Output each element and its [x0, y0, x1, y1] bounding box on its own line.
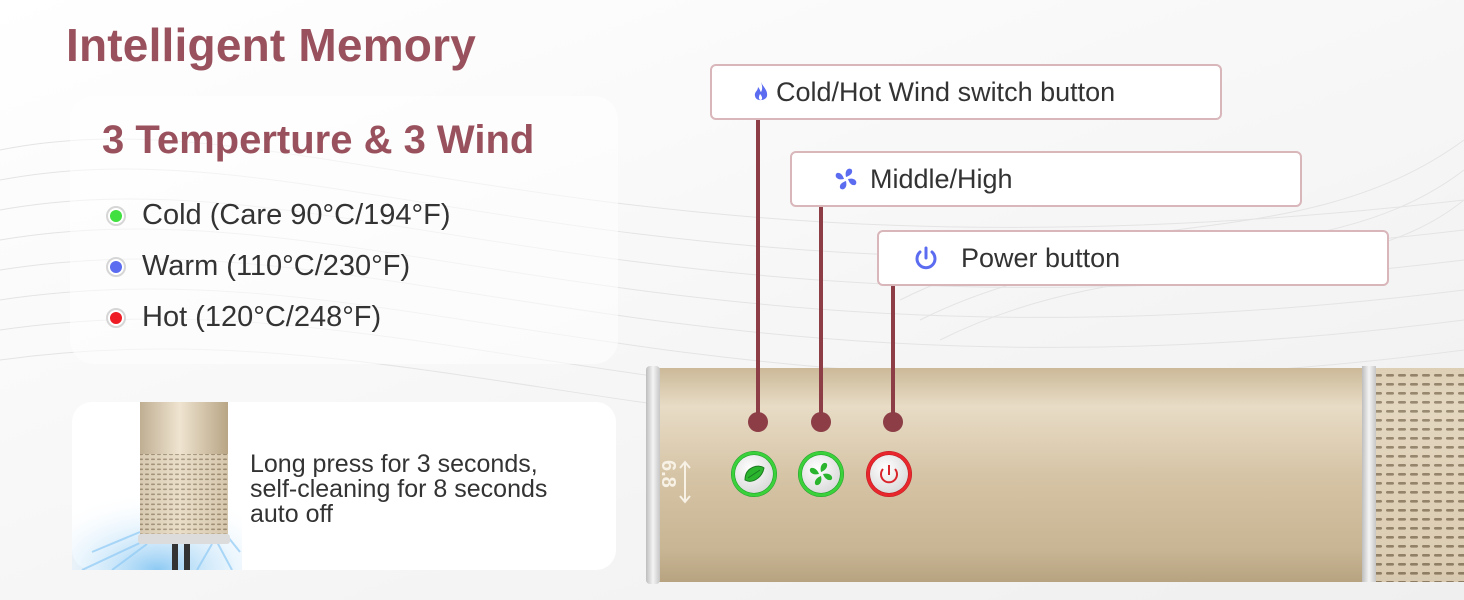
dryer-self-cleaning-image: [72, 402, 242, 570]
callout-leader-line: [891, 284, 895, 422]
callout-leader-dot: [748, 412, 768, 432]
page-title: Intelligent Memory: [66, 19, 476, 71]
power-icon: [913, 245, 939, 271]
device-size-label: 6.8: [657, 460, 679, 488]
temperature-label: Warm (110°C/230°F): [142, 250, 411, 282]
temperature-item-hot: Hot (120°C/248°F): [106, 292, 450, 343]
callout-label: Middle/High: [870, 163, 1013, 194]
callout-leader-line: [756, 118, 760, 422]
callout-label: Cold/Hot Wind switch button: [776, 76, 1116, 107]
flame-icon: [752, 80, 770, 104]
temperature-item-cold: Cold (Care 90°C/194°F): [106, 190, 450, 241]
self-cleaning-card: Long press for 3 seconds, self-cleaning …: [72, 402, 616, 570]
description-line: Long press for 3 seconds,: [250, 450, 538, 478]
power-icon: [880, 465, 898, 484]
temperature-item-warm: Warm (110°C/230°F): [106, 241, 450, 292]
power-button[interactable]: [866, 451, 912, 497]
temperature-label: Hot (120°C/248°F): [142, 301, 382, 333]
self-cleaning-description: Long press for 3 seconds, self-cleaning …: [250, 452, 610, 527]
temperature-list: Cold (Care 90°C/194°F) Warm (110°C/230°F…: [106, 190, 450, 343]
callout-power-button: Power button: [877, 230, 1389, 286]
callout-middle-high: Middle/High: [790, 151, 1302, 207]
fan-icon: [809, 462, 833, 486]
callout-label: Power button: [961, 242, 1121, 273]
modes-heading: 3 Temperture & 3 Wind: [102, 118, 535, 162]
callout-leader-line: [819, 206, 823, 422]
red-dot-icon: [106, 307, 126, 328]
description-line: self-cleaning for 8 seconds: [250, 475, 548, 503]
wind-speed-button[interactable]: [798, 451, 844, 497]
leaf-icon: [744, 465, 765, 482]
callout-leader-dot: [883, 412, 903, 432]
hair-dryer-body: 6.8: [646, 366, 1464, 584]
callout-leader-dot: [811, 412, 831, 432]
temperature-label: Cold (Care 90°C/194°F): [142, 199, 451, 231]
green-dot-icon: [106, 205, 126, 226]
cold-hot-switch-button[interactable]: [731, 451, 777, 497]
temperature-info-card: 3 Temperture & 3 Wind Cold (Care 90°C/19…: [70, 96, 618, 364]
fan-icon: [834, 167, 858, 191]
description-line: auto off: [250, 500, 333, 528]
callout-cold-hot-switch: Cold/Hot Wind switch button: [710, 64, 1222, 120]
blue-dot-icon: [106, 256, 126, 277]
